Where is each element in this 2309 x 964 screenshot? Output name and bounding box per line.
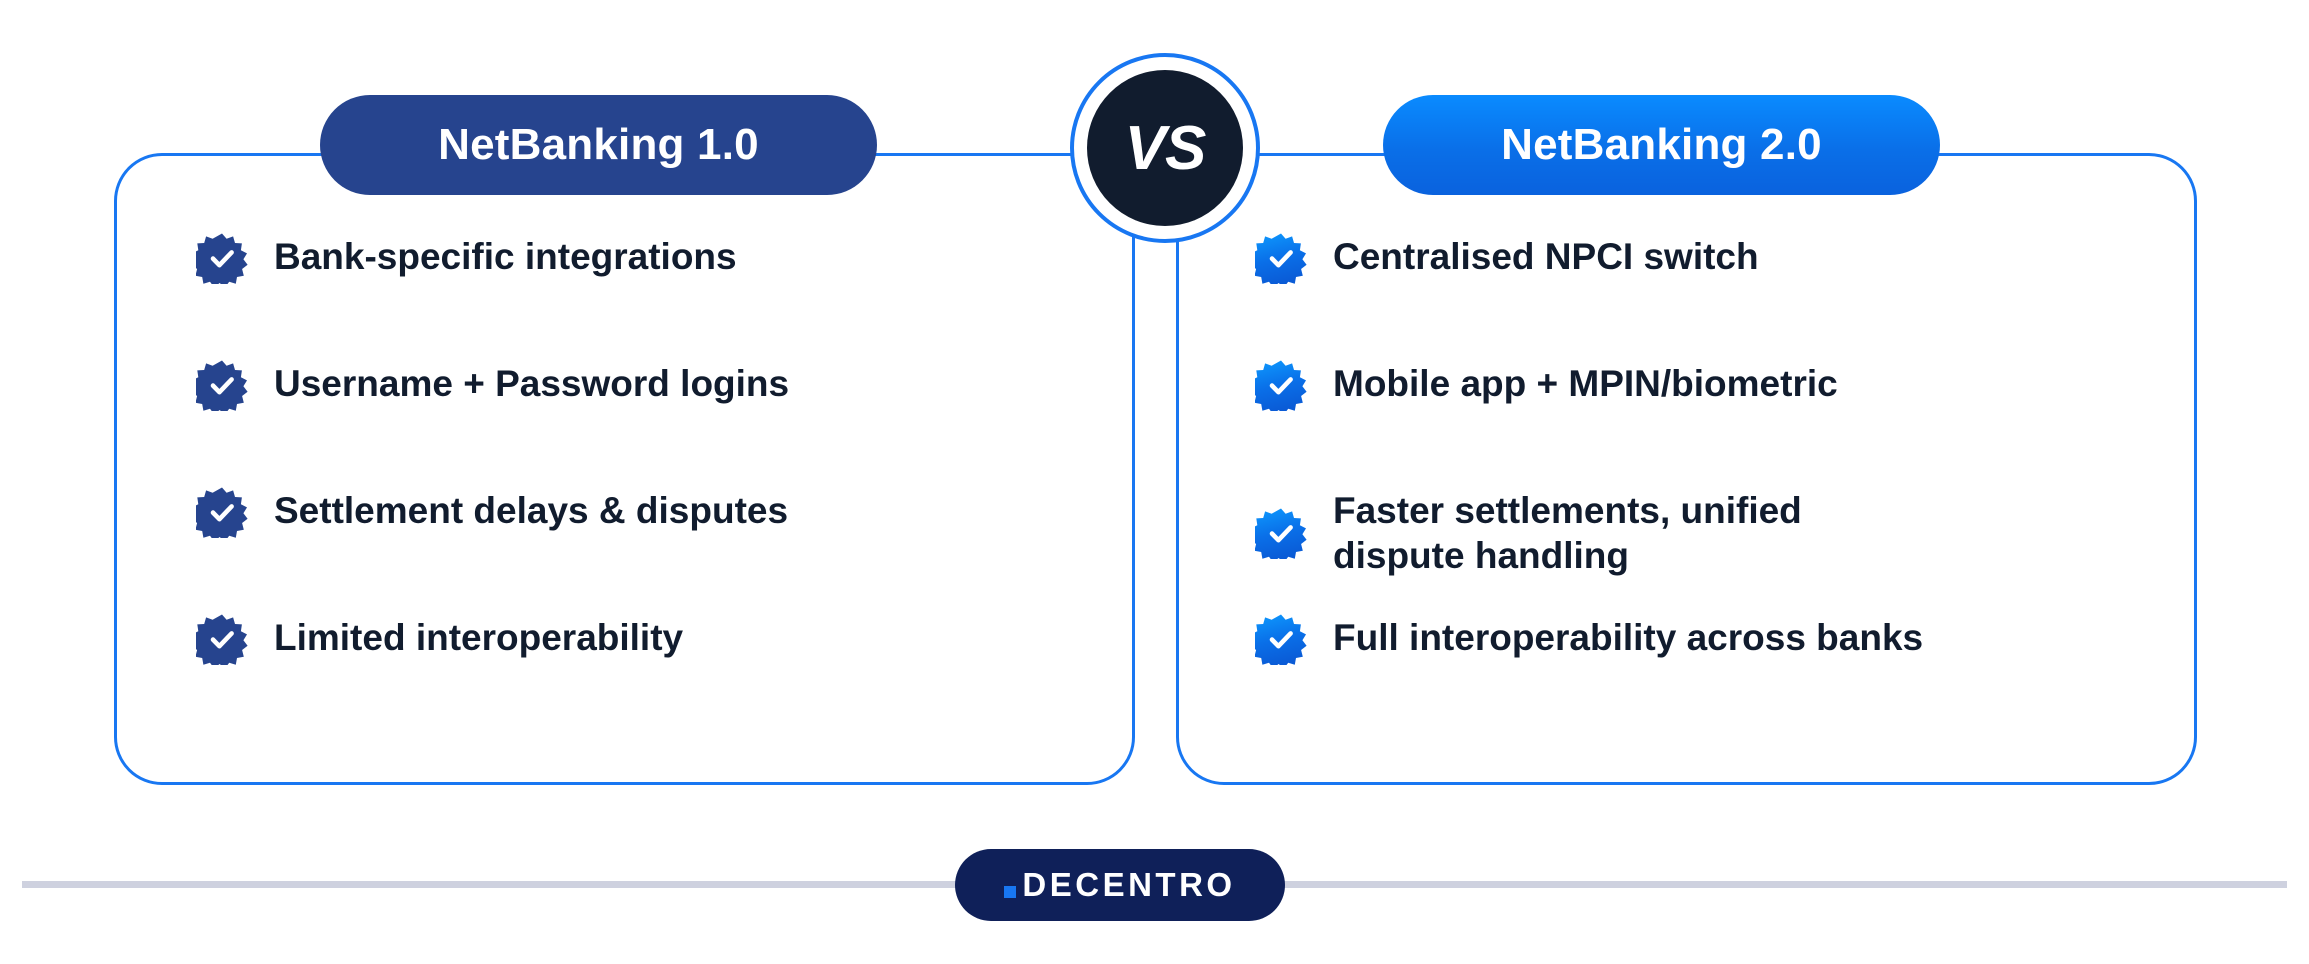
check-seal-icon (196, 232, 248, 284)
vs-label: VS (1124, 113, 1207, 183)
list-item: Username + Password logins (196, 358, 1096, 485)
check-seal-icon (1255, 359, 1307, 411)
list-item: Centralised NPCI switch (1255, 231, 2185, 358)
list-item: Bank-specific integrations (196, 231, 1096, 358)
comparison-card-left (114, 153, 1135, 785)
check-seal-icon (196, 359, 248, 411)
list-item-label: Full interoperability across banks (1333, 617, 1924, 658)
list-item: Faster settlements, unified dispute hand… (1255, 485, 2185, 612)
list-item: Settlement delays & disputes (196, 485, 1096, 612)
logo-dot-icon (1004, 886, 1017, 898)
list-item-label: Limited interoperability (274, 617, 684, 658)
list-item: Limited interoperability (196, 612, 1096, 739)
header-pill-netbanking-2: NetBanking 2.0 (1383, 95, 1940, 195)
check-seal-icon (196, 613, 248, 665)
check-seal-icon (1255, 613, 1307, 665)
list-item-label: Centralised NPCI switch (1333, 236, 1759, 277)
comparison-card-right (1176, 153, 2197, 785)
vs-badge-circle: VS (1087, 70, 1243, 226)
header-pill-netbanking-1: NetBanking 1.0 (320, 95, 877, 195)
list-item-label: Bank-specific integrations (274, 236, 737, 277)
check-seal-icon (196, 486, 248, 538)
header-pill-right-label: NetBanking 2.0 (1501, 120, 1822, 169)
decentro-logo: DECENTRO (955, 849, 1285, 921)
check-seal-icon (1255, 232, 1307, 284)
check-seal-icon (1255, 507, 1307, 559)
list-item-label: Username + Password logins (274, 363, 790, 404)
list-item-label: Faster settlements, unified dispute hand… (1333, 490, 1802, 577)
header-pill-left-label: NetBanking 1.0 (438, 120, 759, 169)
list-item: Mobile app + MPIN/biometric (1255, 358, 2185, 485)
feature-list-right: Centralised NPCI switch Mobile app + (1255, 231, 2185, 739)
list-item: Full interoperability across banks (1255, 612, 2185, 739)
logo-wordmark: DECENTRO (1022, 866, 1236, 903)
vs-badge: VS (1070, 53, 1260, 243)
list-item-label: Mobile app + MPIN/biometric (1333, 363, 1838, 404)
list-item-label: Settlement delays & disputes (274, 490, 789, 531)
feature-list-left: Bank-specific integrations Username + Pa… (196, 231, 1096, 739)
